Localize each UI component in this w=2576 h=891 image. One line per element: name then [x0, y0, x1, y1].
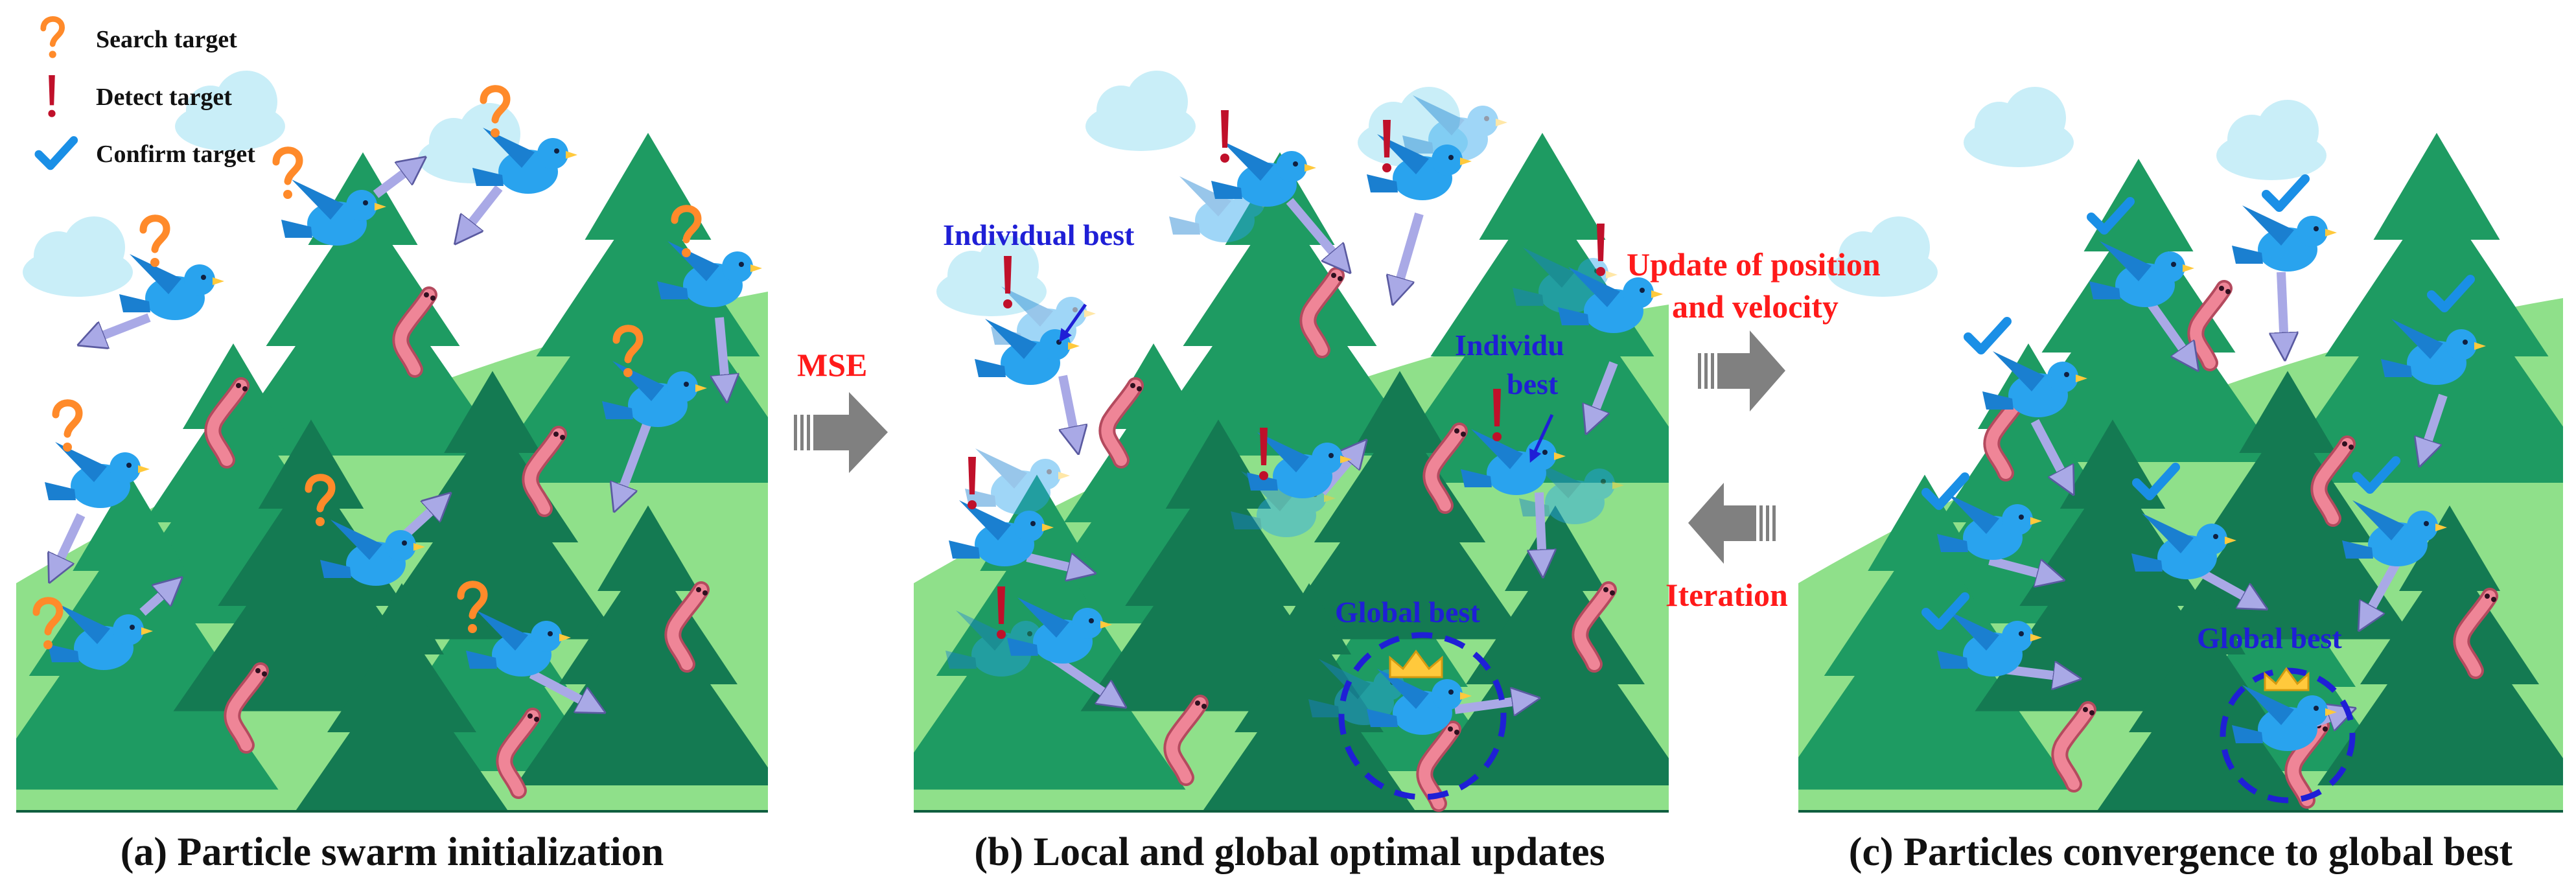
cloud: [1964, 87, 2074, 167]
exclamation-mark-icon: [48, 75, 56, 117]
block-arrow-right: [1698, 330, 1785, 411]
update-label-line2: and velocity: [1672, 288, 1839, 325]
update-label-line1: Update of position: [1627, 246, 1881, 283]
question-mark-icon: [276, 150, 299, 199]
panel-b-global-best: Global best: [1335, 596, 1507, 800]
individual-best-label-2: Individu: [1455, 329, 1564, 362]
cloud: [2216, 100, 2327, 180]
bird-icon: [119, 254, 224, 320]
cloud: [23, 216, 133, 297]
cloud: [175, 71, 285, 151]
legend-confirm-label: Confirm target: [96, 141, 255, 168]
individual-best-pointer: [1529, 413, 1554, 463]
panel-c-clouds: [1828, 87, 2327, 297]
block-arrow-right: [794, 392, 888, 473]
caption-a: (a) Particle swarm initialization: [121, 830, 664, 874]
question-mark-icon: [43, 19, 62, 58]
cloud: [1085, 71, 1196, 151]
panel-a: Search target Detect target Confirm targ…: [16, 19, 768, 813]
panel-b: Global best Individual best Individu bes…: [914, 71, 1669, 813]
bird-icon: [2232, 205, 2337, 272]
caption-b: (b) Local and global optimal updates: [974, 830, 1605, 874]
check-mark-icon: [2266, 179, 2305, 207]
update-flow: Update of position and velocity: [1627, 246, 1881, 411]
individual-best-pointer: [1059, 303, 1087, 343]
crown-icon: [1389, 649, 1443, 678]
crown-icon: [2264, 667, 2310, 691]
question-mark-icon: [143, 218, 167, 267]
caption-c: (c) Particles convergence to global best: [1849, 830, 2513, 874]
panel-a-velocities: [55, 165, 726, 706]
panel-c-global-best: Global best: [2197, 621, 2356, 804]
individual-best-label: Individual best: [943, 218, 1135, 251]
mse-label: MSE: [797, 347, 867, 383]
global-best-circle: [1338, 632, 1507, 800]
legend: Search target Detect target Confirm targ…: [39, 19, 255, 168]
check-mark-icon: [1968, 321, 2007, 350]
iteration-label: Iteration: [1665, 577, 1788, 613]
legend-detect-label: Detect target: [96, 84, 232, 111]
individual-best-label-2-line2: best: [1507, 367, 1559, 400]
panel-b-individual-best: Individual best Individu best: [943, 218, 1564, 463]
panel-c: Global best: [1798, 87, 2563, 813]
iteration-flow: Iteration: [1665, 483, 1788, 613]
check-mark-icon: [39, 140, 74, 166]
panel-b-velocities: [1026, 198, 1618, 710]
exclamation-mark-icon: [1220, 110, 1229, 163]
mse-flow: MSE: [794, 347, 888, 473]
legend-search-label: Search target: [96, 26, 237, 53]
block-arrow-left: [1688, 483, 1776, 564]
global-best-label: Global best: [1335, 596, 1480, 629]
global-best-label: Global best: [2197, 621, 2342, 654]
